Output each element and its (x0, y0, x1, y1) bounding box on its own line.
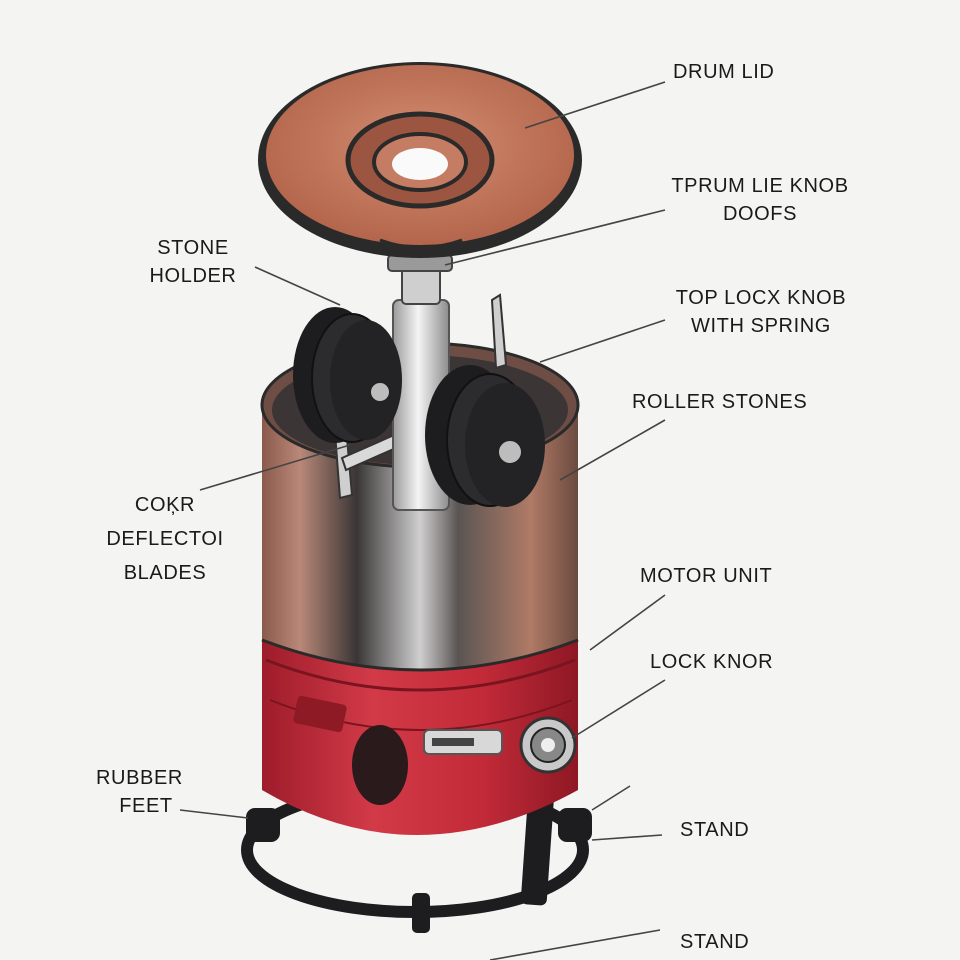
label-stone-holder: STONE HOLDER (149, 237, 237, 287)
label-drum-lid: DRUM LID (673, 61, 775, 83)
label-motor-unit: MOTOR UNIT (640, 565, 773, 587)
label-lock-knob: LOCK KNOR (650, 651, 774, 673)
label-top-lock-knob: TOP LOCX KNOB WITH SPRING (675, 287, 847, 337)
label-stand-upper: STAND (680, 819, 750, 841)
label-drum-lid-knob: TPRUM LIE KNOB DOOFS (671, 175, 849, 225)
leader-lines (179, 81, 666, 960)
label-roller-stones: ROLLER STONES (632, 391, 808, 413)
label-deflector-blades: COĶR DEFLECTOI BLADES (106, 494, 224, 584)
label-stand-lower: STAND (680, 931, 750, 953)
drum-lid (258, 62, 582, 258)
lock-knob (519, 716, 577, 774)
rubber-feet (246, 808, 592, 842)
roller-stones (293, 307, 545, 507)
label-rubber-feet: RUBBER FEET (96, 767, 183, 817)
